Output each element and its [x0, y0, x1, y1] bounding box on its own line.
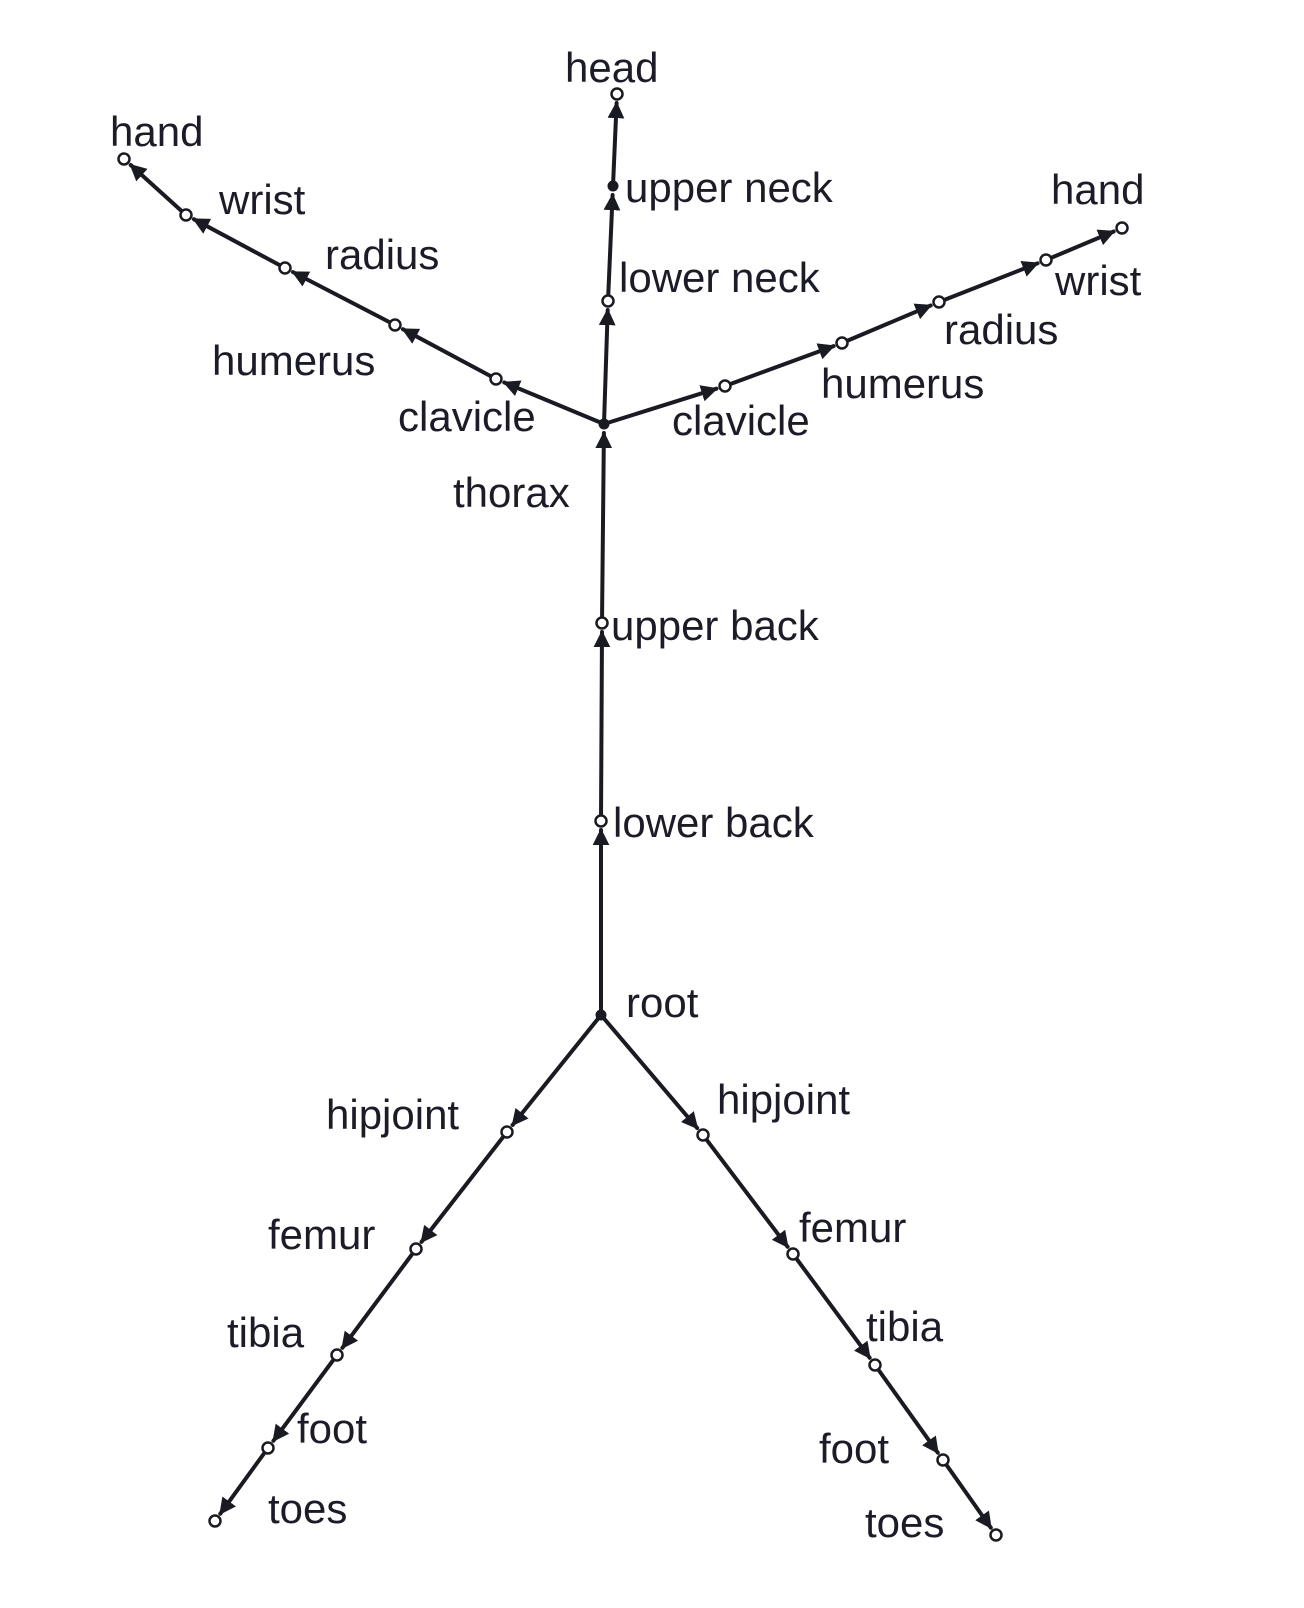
joint-rClav [718, 379, 732, 393]
joint-lWrist [179, 208, 193, 222]
bone-rHum-rRad [840, 303, 933, 345]
joint-root [595, 1009, 607, 1021]
label-head: head [565, 44, 658, 91]
joint-lowerBack [594, 814, 608, 828]
joint-rHip [696, 1128, 710, 1142]
joint-rWrist [1039, 253, 1053, 267]
bone-lRad-lWrist [191, 217, 287, 270]
joint-rHand [1115, 221, 1129, 235]
bone-lowerNeck-upperNeck [603, 193, 621, 303]
joint-lRad [278, 261, 292, 275]
label-lower-back: lower back [613, 799, 815, 846]
bones-layer [128, 101, 1116, 1530]
bone-lFoot-lToes [218, 1446, 270, 1516]
label-left-radius: radius [325, 231, 439, 278]
joint-lFoot [261, 1441, 275, 1455]
bone-lWrist-lHand [128, 163, 188, 217]
bone-thorax-rClav [602, 385, 719, 426]
joint-lToes [208, 1514, 222, 1528]
label-left-humerus: humerus [212, 337, 375, 384]
joint-lHand [117, 152, 131, 166]
label-left-hipjoint: hipjoint [326, 1091, 459, 1138]
label-right-radius: radius [944, 306, 1058, 353]
bone-rWrist-rHand [1044, 229, 1116, 262]
bone-rHip-rFem [701, 1133, 790, 1249]
bone-rFem-rTib [791, 1252, 872, 1360]
bone-lTib-lFoot [271, 1353, 339, 1443]
bone-lClav-lHum [400, 327, 498, 381]
bone-lowerBack-upperBack [593, 630, 611, 823]
label-upper-neck: upper neck [625, 164, 834, 211]
bone-root-rHip [599, 1013, 700, 1131]
label-left-hand: hand [110, 108, 203, 155]
joint-rTib [868, 1358, 882, 1372]
joint-lHum [388, 318, 402, 332]
label-left-tibia: tibia [227, 1309, 305, 1356]
joint-rRad [932, 295, 946, 309]
label-upper-back: upper back [611, 602, 820, 649]
joint-rHum [835, 336, 849, 350]
joint-upperBack [595, 616, 609, 630]
label-left-clavicle: clavicle [398, 393, 536, 440]
label-left-wrist: wrist [218, 176, 306, 223]
label-right-wrist: wrist [1054, 257, 1142, 304]
labels-layer: head upper neck lower neck thorax upper … [110, 44, 1144, 1546]
joint-head [610, 87, 624, 101]
bone-rRad-rWrist [937, 261, 1040, 304]
joint-rToes [989, 1528, 1003, 1542]
bone-thorax-lClav [502, 380, 606, 426]
label-thorax: thorax [453, 469, 570, 516]
label-right-hipjoint: hipjoint [717, 1076, 850, 1123]
label-root: root [626, 979, 699, 1026]
label-left-toes: toes [268, 1485, 347, 1532]
bone-lHum-lRad [291, 270, 397, 327]
label-right-femur: femur [799, 1204, 906, 1251]
bone-root-lHip [510, 1013, 603, 1127]
label-right-foot: foot [819, 1425, 889, 1472]
joint-lClav [489, 372, 503, 386]
joint-rFoot [936, 1453, 950, 1467]
joint-lFem [409, 1242, 423, 1256]
bone-upperNeck-head [607, 101, 625, 188]
label-right-humerus: humerus [821, 360, 984, 407]
bone-rFoot-rToes [941, 1458, 993, 1530]
joint-lTib [330, 1348, 344, 1362]
bone-rTib-rFoot [873, 1363, 940, 1455]
joint-lHip [500, 1125, 514, 1139]
joint-thorax [598, 418, 610, 430]
label-lower-neck: lower neck [619, 254, 821, 301]
label-right-tibia: tibia [866, 1303, 944, 1350]
bone-lFem-lTib [340, 1247, 418, 1350]
label-left-foot: foot [297, 1405, 367, 1452]
bone-rClav-rHum [723, 343, 836, 388]
bone-thorax-lowerNeck [598, 308, 616, 426]
bone-lHip-lFem [419, 1130, 509, 1244]
joint-upperNeck [607, 180, 619, 192]
label-left-femur: femur [268, 1211, 375, 1258]
label-right-hand: hand [1051, 166, 1144, 213]
joint-rFem [786, 1247, 800, 1261]
bone-upperBack-thorax [595, 431, 613, 625]
joint-lowerNeck [601, 294, 615, 308]
label-right-clavicle: clavicle [672, 397, 810, 444]
label-right-toes: toes [865, 1499, 944, 1546]
joints-layer [117, 87, 1129, 1542]
